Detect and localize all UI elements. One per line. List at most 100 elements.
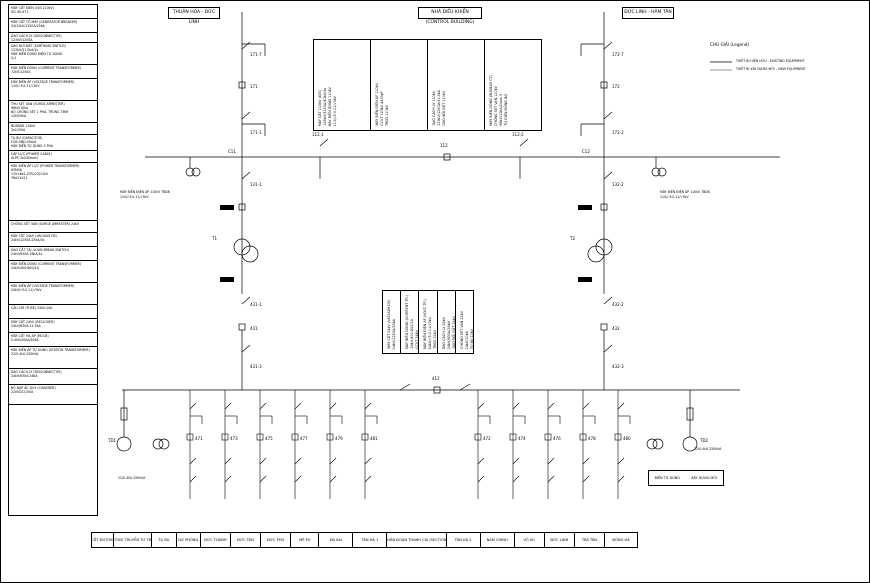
label-vt-right-rating: 110/√3:0.11/√3kV bbox=[660, 195, 689, 199]
feeder-left bbox=[294, 457, 302, 465]
legend-row-text: 72kV/1250A bbox=[11, 70, 31, 74]
feeder-right bbox=[547, 457, 555, 465]
feeder-left bbox=[361, 433, 369, 441]
feeder-right bbox=[474, 433, 482, 441]
legend-row-text: BỘ CHỐNG SÉT 1 PHA, TRUNG TÍNH bbox=[11, 110, 69, 114]
feeder-left bbox=[189, 475, 197, 483]
legend-row: CHỐNG SÉT VAN (SURGE ARRESTER) 24kV bbox=[9, 221, 97, 233]
feeder-label: 478 bbox=[588, 436, 596, 441]
equipment-column: MÁY CẮT 24kV (VACUUM CB)24kV/1250A/25kA bbox=[383, 291, 402, 353]
feeder-left bbox=[189, 402, 197, 410]
label-td1: TD1 bbox=[108, 438, 117, 443]
legend-row-text: Q-1 bbox=[11, 56, 17, 60]
label-132-2: 132-2 bbox=[612, 182, 624, 187]
legend-row-text: MÁY CẮT 24kV (RECLOSER) bbox=[11, 320, 55, 324]
feeder-left bbox=[259, 475, 267, 483]
legend-row-text: XLPE 3x240mm2 bbox=[11, 156, 39, 160]
feeder-label: 475 bbox=[265, 436, 273, 441]
legend-row: MÁY BIẾN ÁP (VOLTAGE TRANSFORMER)110/√3:… bbox=[9, 79, 97, 101]
feeder-name-cell: TÂN HÀ 1 bbox=[353, 533, 388, 547]
feeder-name-cell: MÁY CẮT ĐƯỜNG DÂY bbox=[92, 533, 115, 547]
legend-row-text: IEC 60-871 bbox=[11, 10, 29, 14]
legend-row-text: DAO NỐI ĐẤT (EARTHING SWITCH) bbox=[11, 44, 66, 48]
equipment-table-mid: MÁY CẮT 24kV (VACUUM CB)24kV/1250A/25kA M… bbox=[382, 290, 474, 354]
legend-row-text: CẦU CHÌ (FUSE) 24kV-20A bbox=[11, 306, 53, 310]
feeder-name-cell: ĐỨC LINH bbox=[545, 533, 575, 547]
feeder-label: 472 bbox=[483, 436, 491, 441]
legend-row: MÁY CẮT 24kV (RECLOSER)24kV/630A-12.5kA bbox=[9, 319, 97, 333]
feeder-name-cell: ĐA KAI bbox=[319, 533, 354, 547]
feeder-left bbox=[364, 402, 372, 410]
feeder-left bbox=[259, 402, 267, 410]
legend-row-text: 24kV/1250A-25kA/3s bbox=[11, 238, 45, 242]
legend-row-text: 63MVA bbox=[11, 168, 22, 172]
feeder-name-cell: ĐÔNG HÀ bbox=[612, 538, 630, 542]
feeder-right bbox=[512, 475, 520, 483]
header-control-building: NHÀ ĐIỀU KHIỂN (CONTROL BUILDING) bbox=[418, 7, 482, 25]
feeder-left bbox=[221, 433, 229, 441]
label-172-7: 172-7 bbox=[612, 52, 624, 57]
label-vt-left: MÁY BIẾN ĐIỆN ÁP 110kV TBDK bbox=[120, 190, 170, 194]
label-td2-rating: 22/0.4kV-250kVA bbox=[694, 447, 722, 451]
label-172-2: 172-2 bbox=[612, 130, 624, 135]
label-112-1: 112-1 bbox=[312, 132, 324, 137]
legend-title: CHÚ GIẢI (Legend) bbox=[710, 42, 750, 47]
label-172: 172 bbox=[612, 84, 620, 89]
feeder-left bbox=[224, 457, 232, 465]
legend-row-text: THU SÉT VAN (SURGE ARRESTER) bbox=[11, 102, 65, 106]
label-112: 112 bbox=[440, 143, 448, 148]
feeder-right bbox=[477, 402, 485, 410]
feeder-right bbox=[477, 457, 485, 465]
feeder-left bbox=[329, 457, 337, 465]
legend-row: MÁY BIẾN ÁP LỰC (POWER TRANSFORMER)63MVA… bbox=[9, 163, 97, 221]
single-line-diagram: THUẬN HÒA - ĐỨC LINH NHÀ ĐIỀU KHIỂN (CON… bbox=[100, 4, 862, 514]
label-431-3: 431-3 bbox=[250, 364, 262, 369]
legend-row: MÁY BIẾN ÁP TỰ DÙNG (STATION TRANSFORMER… bbox=[9, 347, 97, 369]
label-432: 432 bbox=[612, 326, 620, 331]
equipment-column: MÁY BIẾN ĐIỆN ÁP (VOLT. TR.)24kV/√3:0.11… bbox=[419, 291, 438, 353]
feeder-left bbox=[294, 475, 302, 483]
legend-row: MÁY CẮT 24kV (VACUUM CB)24kV/1250A-25kA/… bbox=[9, 233, 97, 247]
legend-row-text: CDS-5ND-50A/A bbox=[11, 140, 37, 144]
feeder-label: 471 bbox=[195, 436, 203, 441]
label-t1: T1 bbox=[212, 236, 217, 241]
feeder-name-cell: ĐỨC PHÚ bbox=[261, 533, 292, 547]
feeder-left bbox=[186, 433, 194, 441]
feeder-name-cell: PHÂN ĐOẠN THANH CÁI (SECTION) bbox=[387, 533, 447, 547]
feeder-label: 477 bbox=[300, 436, 308, 441]
label-vt-left-rating: 110/√3:0.11/√3kV bbox=[120, 195, 149, 199]
legend-row-text: 123kV/31.5kA/1s bbox=[11, 48, 39, 52]
legend-item-new: THIẾT BỊ XÂY DỰNG MỚI - NEW EQUIPMENT bbox=[736, 67, 806, 71]
feeder-name-cell: ĐƯỜNG TRUYỀN TỪ TRẠM bbox=[114, 533, 153, 547]
legend-row-text: DAO CẮT TẢI (LOAD BREAK SWITCH) bbox=[11, 248, 69, 252]
legend-row-text: MÁY BIẾN TỰ DÙNG 3 PHA bbox=[11, 144, 54, 148]
feeder-right bbox=[512, 457, 520, 465]
feeder-right bbox=[477, 475, 485, 483]
feeder-left bbox=[326, 433, 334, 441]
legend-row-text: 24kV/630A-12.5kA bbox=[11, 324, 41, 328]
legend-row-text: 110/√3:0.11/√3kV bbox=[11, 84, 40, 88]
feeder-label: 474 bbox=[518, 436, 526, 441]
feeder-name-cell: NAM CHÍNH bbox=[481, 533, 515, 547]
feeder-left bbox=[364, 475, 372, 483]
feeder-right bbox=[617, 457, 625, 465]
legend-row: MÁY BIẾN ÁP (VOLTAGE TRANSFORMER)24kV/√3… bbox=[9, 283, 97, 305]
label-bus-c11: C11 bbox=[228, 149, 236, 154]
legend-row-text: TỤ BÙ (CAPACITOR) bbox=[11, 136, 43, 140]
label-td2: TD2 bbox=[700, 438, 709, 443]
legend-row: DAO CẮT TẢI (LOAD BREAK SWITCH)24kV/630A… bbox=[9, 247, 97, 261]
feeder-right bbox=[547, 402, 555, 410]
feeder-left bbox=[291, 433, 299, 441]
feeder-left bbox=[294, 402, 302, 410]
legend-row-text: 96kV/10kA bbox=[11, 106, 29, 110]
feeder-right bbox=[614, 433, 622, 441]
legend-row-text: 24kV/√3:0.11/√3kV bbox=[11, 288, 42, 292]
label-171-1: 171-1 bbox=[250, 130, 262, 135]
legend-row-text: CHỐNG SÉT VAN (SURGE ARRESTER) 24kV bbox=[11, 222, 80, 226]
header-left-line: THUẬN HÒA - ĐỨC LINH bbox=[168, 7, 220, 25]
legend-row-text: DAO CÁCH LY (DISCONNECTOR) bbox=[11, 370, 62, 374]
